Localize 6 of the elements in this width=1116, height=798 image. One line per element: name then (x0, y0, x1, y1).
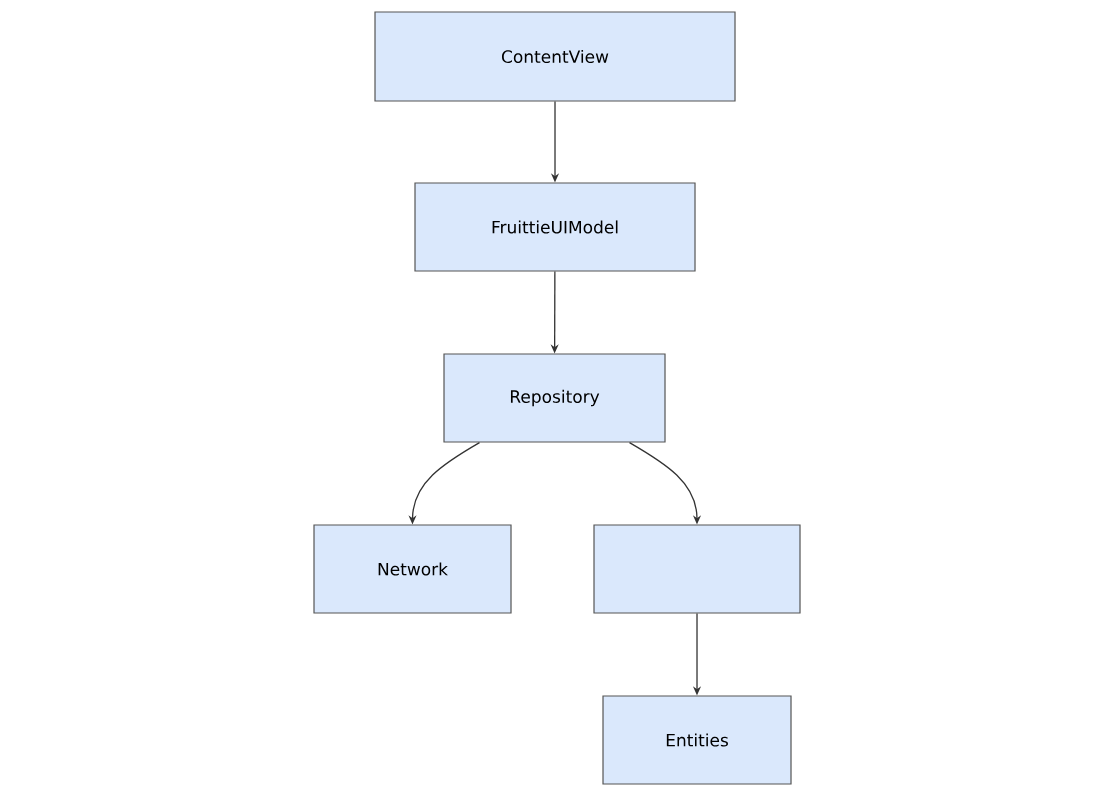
process-box: Repository (443, 353, 666, 443)
process-box: Entities (602, 695, 792, 785)
empty-box (593, 524, 801, 614)
process-box: ContentView (374, 11, 736, 102)
process-box: Network (313, 524, 512, 614)
process-box: FruittieUIModel (414, 182, 696, 272)
